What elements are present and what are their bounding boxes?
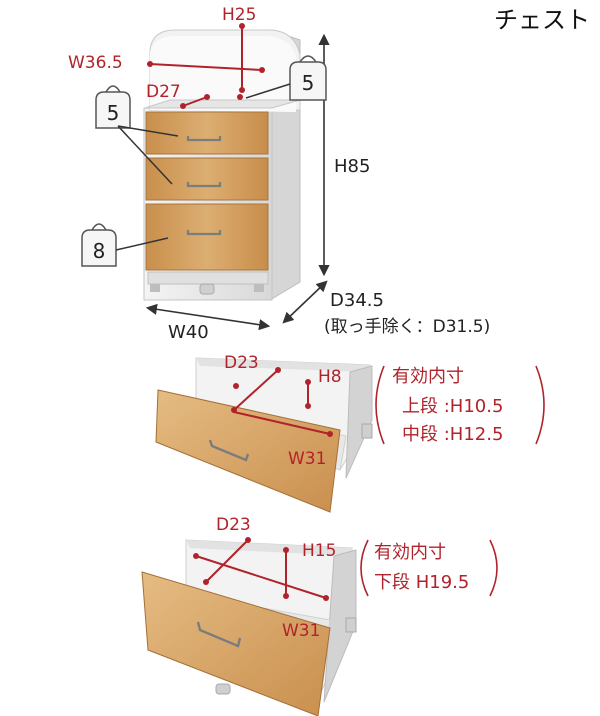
dimension-points bbox=[231, 367, 333, 437]
inner-size-heading: 有効内寸 bbox=[392, 366, 464, 387]
label-h25: H25 bbox=[222, 5, 256, 25]
bracket-left bbox=[360, 539, 369, 597]
drawer-lower bbox=[141, 539, 357, 716]
bracket-left bbox=[375, 365, 385, 445]
page-title: チェスト bbox=[494, 6, 590, 34]
label-w36-5: W36.5 bbox=[68, 53, 123, 73]
drawer-upper-red-dimensions bbox=[233, 369, 331, 435]
label-h85: H85 bbox=[334, 156, 370, 177]
label-d27: D27 bbox=[146, 82, 181, 102]
cabinet-drawer-middle bbox=[145, 157, 269, 201]
weight-tag-drawers: 5 bbox=[95, 85, 131, 129]
drawer-handle bbox=[196, 621, 242, 648]
inner-size-heading: 有効内寸 bbox=[374, 542, 446, 563]
drawer-upper-front bbox=[155, 389, 341, 513]
drawer-handle bbox=[186, 136, 222, 142]
inner-size-line: 下段 H19.5 bbox=[374, 572, 469, 593]
label-d34-5: D34.5 bbox=[330, 290, 384, 311]
caster bbox=[215, 683, 231, 695]
weight-pointer bbox=[117, 125, 179, 185]
inner-size-line: 中段 :H12.5 bbox=[402, 424, 503, 445]
weight-tag-bottom: 8 bbox=[81, 223, 117, 267]
svg-text:8: 8 bbox=[93, 239, 106, 263]
bracket-right bbox=[489, 539, 498, 597]
bracket-right bbox=[535, 365, 545, 445]
svg-text:5: 5 bbox=[302, 71, 315, 95]
svg-text:5: 5 bbox=[107, 101, 120, 125]
dimension-points bbox=[147, 23, 265, 109]
label-h8: H8 bbox=[318, 367, 342, 387]
caster bbox=[150, 284, 160, 292]
caster bbox=[199, 283, 215, 295]
drawer-handle bbox=[186, 182, 222, 188]
weight-pointer bbox=[245, 83, 291, 99]
cabinet-drawer-bottom bbox=[145, 203, 269, 271]
drawer-handle bbox=[186, 230, 222, 236]
weight-tag-top: 5 bbox=[289, 55, 327, 101]
label-d23: D23 bbox=[216, 515, 251, 535]
cabinet-red-dimensions bbox=[149, 26, 263, 107]
drawer-handle bbox=[208, 439, 250, 462]
weight-pointer bbox=[115, 237, 169, 251]
label-h15: H15 bbox=[302, 541, 336, 561]
label-w40: W40 bbox=[168, 322, 209, 343]
label-w31: W31 bbox=[288, 449, 326, 469]
cabinet-drawer-top bbox=[145, 111, 269, 155]
inner-size-line: 上段 :H10.5 bbox=[402, 396, 503, 417]
label-w31: W31 bbox=[282, 621, 320, 641]
label-d23: D23 bbox=[224, 353, 259, 373]
dimension-points bbox=[193, 537, 329, 601]
drawer-lower-red-dimensions bbox=[195, 539, 327, 599]
label-d-note: (取っ手除く：D31.5) bbox=[324, 317, 490, 337]
cabinet bbox=[143, 29, 301, 301]
caster bbox=[254, 284, 264, 292]
drawer-upper bbox=[155, 357, 373, 513]
